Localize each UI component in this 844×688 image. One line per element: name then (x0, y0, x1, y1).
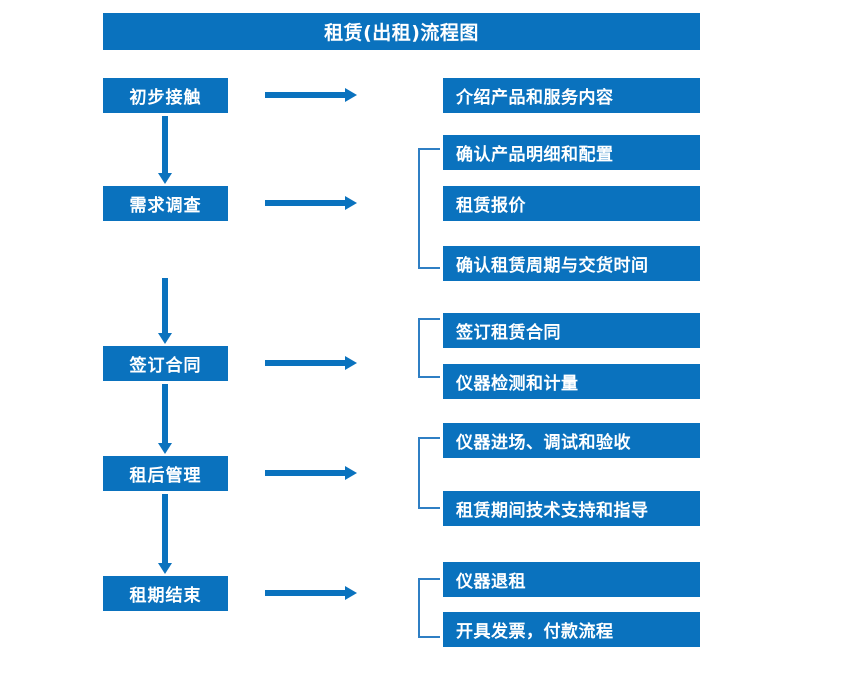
stage-box-1[interactable]: 初步接触 (103, 78, 228, 113)
arrow-head-icon (345, 586, 357, 600)
arrow-head-icon (158, 173, 172, 184)
arrow-head-icon (158, 563, 172, 574)
arrow-shaft (162, 384, 168, 443)
vertical-arrow-4-5 (158, 494, 172, 574)
horizontal-arrow-3 (265, 356, 357, 370)
vertical-arrow-3-4 (158, 384, 172, 454)
arrow-head-icon (345, 466, 357, 480)
arrow-shaft (162, 494, 168, 563)
group-bracket-3 (418, 318, 440, 378)
vertical-arrow-2-3 (158, 278, 172, 344)
arrow-shaft (265, 92, 345, 98)
arrow-shaft (265, 200, 345, 206)
arrow-head-icon (158, 443, 172, 454)
horizontal-arrow-5 (265, 586, 357, 600)
arrow-head-icon (345, 88, 357, 102)
detail-box-5[interactable]: 签订租赁合同 (443, 313, 700, 348)
arrow-shaft (265, 360, 345, 366)
horizontal-arrow-2 (265, 196, 357, 210)
page-title: 租赁(出租)流程图 (103, 13, 700, 50)
arrow-head-icon (345, 356, 357, 370)
detail-box-3[interactable]: 租赁报价 (443, 186, 700, 221)
detail-box-9[interactable]: 仪器退租 (443, 562, 700, 597)
group-bracket-2 (418, 148, 440, 269)
arrow-shaft (265, 470, 345, 476)
detail-box-1[interactable]: 介绍产品和服务内容 (443, 78, 700, 113)
group-bracket-4 (418, 437, 440, 509)
arrow-shaft (265, 590, 345, 596)
detail-box-8[interactable]: 租赁期间技术支持和指导 (443, 491, 700, 526)
arrow-head-icon (345, 196, 357, 210)
stage-box-4[interactable]: 租后管理 (103, 456, 228, 491)
horizontal-arrow-4 (265, 466, 357, 480)
horizontal-arrow-1 (265, 88, 357, 102)
detail-box-4[interactable]: 确认租赁周期与交货时间 (443, 246, 700, 281)
stage-box-5[interactable]: 租期结束 (103, 576, 228, 611)
arrow-shaft (162, 116, 168, 173)
stage-box-3[interactable]: 签订合同 (103, 346, 228, 381)
detail-box-6[interactable]: 仪器检测和计量 (443, 364, 700, 399)
arrow-shaft (162, 278, 168, 333)
arrow-head-icon (158, 333, 172, 344)
detail-box-10[interactable]: 开具发票，付款流程 (443, 612, 700, 647)
stage-box-2[interactable]: 需求调查 (103, 186, 228, 221)
vertical-arrow-1-2 (158, 116, 172, 184)
detail-box-2[interactable]: 确认产品明细和配置 (443, 135, 700, 170)
detail-box-7[interactable]: 仪器进场、调试和验收 (443, 423, 700, 458)
group-bracket-5 (418, 578, 440, 638)
